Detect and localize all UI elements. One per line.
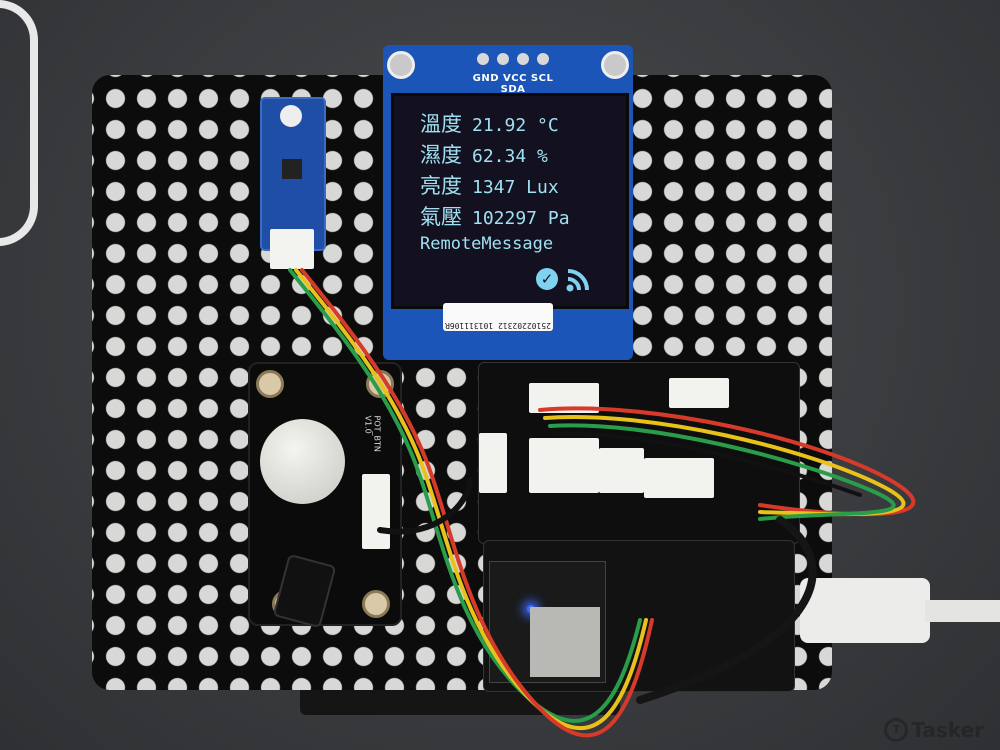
wifi-icon <box>566 269 589 292</box>
usb-plug <box>800 578 930 643</box>
tasker-logo-icon: T <box>884 718 909 742</box>
pin-labels: GND VCC SCL SDA <box>472 73 554 95</box>
sensor-window <box>280 105 302 127</box>
sensor-connector <box>270 229 314 269</box>
push-button[interactable] <box>260 419 345 504</box>
screw <box>362 590 390 618</box>
check-icon: ✓ <box>536 268 558 290</box>
potentiometer-button-module: POT_BTN V1.0 <box>248 362 402 629</box>
screw <box>256 370 284 398</box>
esp8266-module <box>489 561 606 683</box>
mount-hole <box>387 51 415 79</box>
sensor-chip <box>282 159 302 179</box>
light-pressure-sensor-module <box>260 97 326 269</box>
tasker-watermark: T Tasker <box>884 718 984 742</box>
mount-hole <box>601 51 629 79</box>
header-pins <box>473 53 553 65</box>
connector <box>362 474 390 549</box>
usb-cable <box>925 600 1000 622</box>
rf-shield <box>530 607 600 677</box>
remote-message: RemoteMessage <box>420 234 554 254</box>
expansion-board <box>478 362 800 544</box>
